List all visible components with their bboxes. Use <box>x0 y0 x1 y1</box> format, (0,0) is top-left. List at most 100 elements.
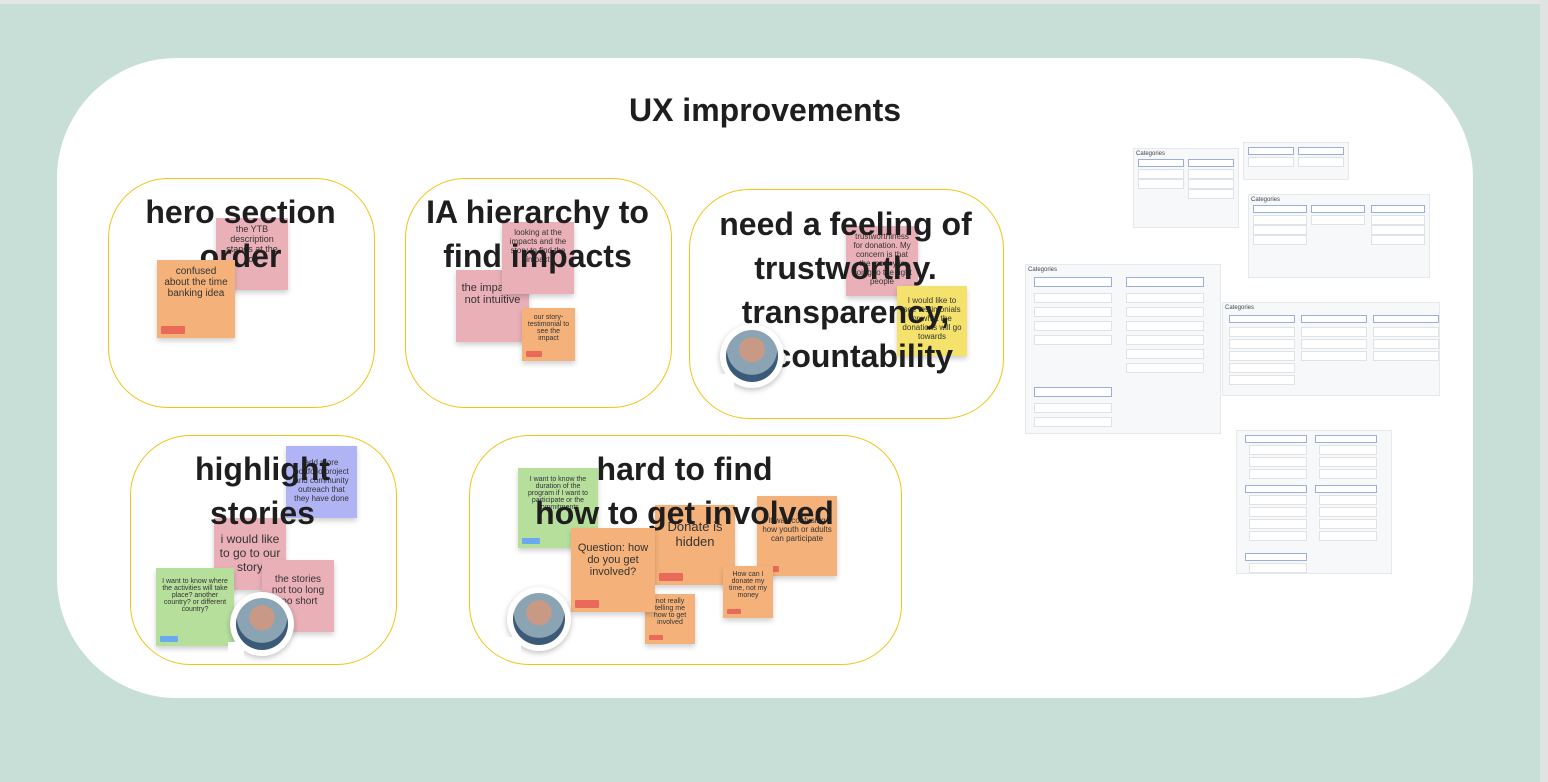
ia-item <box>1229 327 1295 337</box>
ia-item <box>1319 495 1377 505</box>
ia-item <box>1371 235 1425 245</box>
ia-item <box>1249 519 1307 529</box>
ia-item <box>1034 293 1112 303</box>
group-title-trustworthy: need a feeling of trustworthy. transpare… <box>719 206 972 374</box>
ia-column-header <box>1315 435 1377 443</box>
ia-item <box>1188 189 1234 199</box>
group-title-hero-section: hero section order <box>145 194 336 274</box>
sticky-tag <box>649 635 663 640</box>
ia-item <box>1034 403 1112 413</box>
sticky-note[interactable]: I want to know the duration of the progr… <box>518 468 598 548</box>
ia-screenshot[interactable] <box>1243 142 1349 180</box>
sticky-note[interactable]: the YTB description stands at the top <box>216 218 288 290</box>
ia-item <box>1253 235 1307 245</box>
ia-item <box>1188 179 1234 189</box>
ia-column-header <box>1034 277 1112 287</box>
sticky-tag <box>575 600 599 608</box>
group-title-how-to-get-involved: hard to find how to get involved <box>535 451 834 531</box>
ia-item <box>1373 327 1439 337</box>
ia-item <box>1126 293 1204 303</box>
ia-column-header <box>1301 315 1367 323</box>
ia-item <box>1319 531 1377 541</box>
ia-item <box>1126 307 1204 317</box>
ia-column-header <box>1245 485 1307 493</box>
sticky-note[interactable]: add more portfolio project and community… <box>286 446 357 518</box>
board-title: UX improvements <box>628 92 902 128</box>
avatar-face <box>513 593 565 645</box>
sticky-note[interactable]: not really telling me how to get involve… <box>645 594 695 644</box>
ia-screenshot[interactable] <box>1236 430 1392 574</box>
group-hero-section[interactable] <box>108 178 375 408</box>
ia-item <box>1371 215 1425 225</box>
ia-item <box>1138 179 1184 189</box>
ia-screenshot[interactable]: Categories <box>1133 148 1239 228</box>
ia-item <box>1301 339 1367 349</box>
ia-item <box>1126 349 1204 359</box>
ia-item <box>1126 321 1204 331</box>
sticky-tag <box>526 351 542 357</box>
sticky-tag <box>161 326 185 334</box>
ia-item <box>1319 519 1377 529</box>
ia-column-header <box>1138 159 1184 167</box>
ia-column-header <box>1253 205 1307 213</box>
ia-item <box>1138 169 1184 179</box>
ia-item <box>1298 157 1344 167</box>
ia-column-header <box>1373 315 1439 323</box>
ia-item <box>1311 215 1365 225</box>
ia-item <box>1253 215 1307 225</box>
user-avatar-icon[interactable] <box>505 587 571 653</box>
sticky-note[interactable]: trustworthiness for donation. My concern… <box>846 226 918 296</box>
ia-item <box>1319 469 1377 479</box>
ia-column-header <box>1126 277 1204 287</box>
avatar-face <box>726 330 778 382</box>
ia-item <box>1371 225 1425 235</box>
ia-column-header <box>1371 205 1425 213</box>
sticky-note[interactable]: our story-testimonial to see the impact <box>522 308 575 361</box>
sticky-note[interactable]: How can I donate my time, not my money <box>723 566 773 618</box>
ia-screenshot[interactable]: Categories <box>1222 302 1440 396</box>
ia-item <box>1249 469 1307 479</box>
ia-column-header <box>1298 147 1344 155</box>
ia-item <box>1034 321 1112 331</box>
sticky-note[interactable]: I would like to see testimonials or what… <box>897 286 967 356</box>
sticky-tag <box>522 538 540 544</box>
ia-item <box>1301 351 1367 361</box>
sticky-note[interactable]: Question: how do you get involved? <box>571 528 655 612</box>
ia-item <box>1229 363 1295 373</box>
ia-column-header <box>1245 435 1307 443</box>
ia-item <box>1229 351 1295 361</box>
user-avatar-icon[interactable] <box>718 324 784 390</box>
sticky-tag <box>727 609 741 614</box>
ia-column-header <box>1311 205 1365 213</box>
ia-item <box>1188 169 1234 179</box>
ia-screenshot[interactable]: Categories <box>1248 194 1430 278</box>
ia-item <box>1249 495 1307 505</box>
ia-item <box>1249 457 1307 467</box>
ia-screenshot[interactable]: Categories <box>1025 264 1221 434</box>
avatar-face <box>236 598 288 650</box>
top-bar <box>0 0 1548 4</box>
right-scrollbar[interactable] <box>1540 0 1548 782</box>
ia-item <box>1229 375 1295 385</box>
ia-column-header <box>1188 159 1234 167</box>
ia-item <box>1373 351 1439 361</box>
ia-column-header <box>1248 147 1294 155</box>
ia-item <box>1319 445 1377 455</box>
sticky-note[interactable]: looking at the impacts and the story to … <box>502 222 574 294</box>
ia-item <box>1249 445 1307 455</box>
ia-item <box>1253 225 1307 235</box>
ia-item <box>1249 531 1307 541</box>
ia-column-header <box>1245 553 1307 561</box>
user-avatar-icon[interactable] <box>228 592 294 658</box>
ia-item <box>1301 327 1367 337</box>
ia-column-header <box>1034 387 1112 397</box>
ia-item <box>1248 157 1294 167</box>
ia-item <box>1319 457 1377 467</box>
sticky-tag <box>659 573 683 581</box>
sticky-tag <box>160 636 178 642</box>
ia-item <box>1229 339 1295 349</box>
sticky-note[interactable]: confused about the time banking idea <box>157 260 235 338</box>
ia-item <box>1034 417 1112 427</box>
sticky-note[interactable]: I want to know where the activities will… <box>156 568 234 646</box>
sticky-note[interactable]: Donate is hidden <box>655 505 735 585</box>
